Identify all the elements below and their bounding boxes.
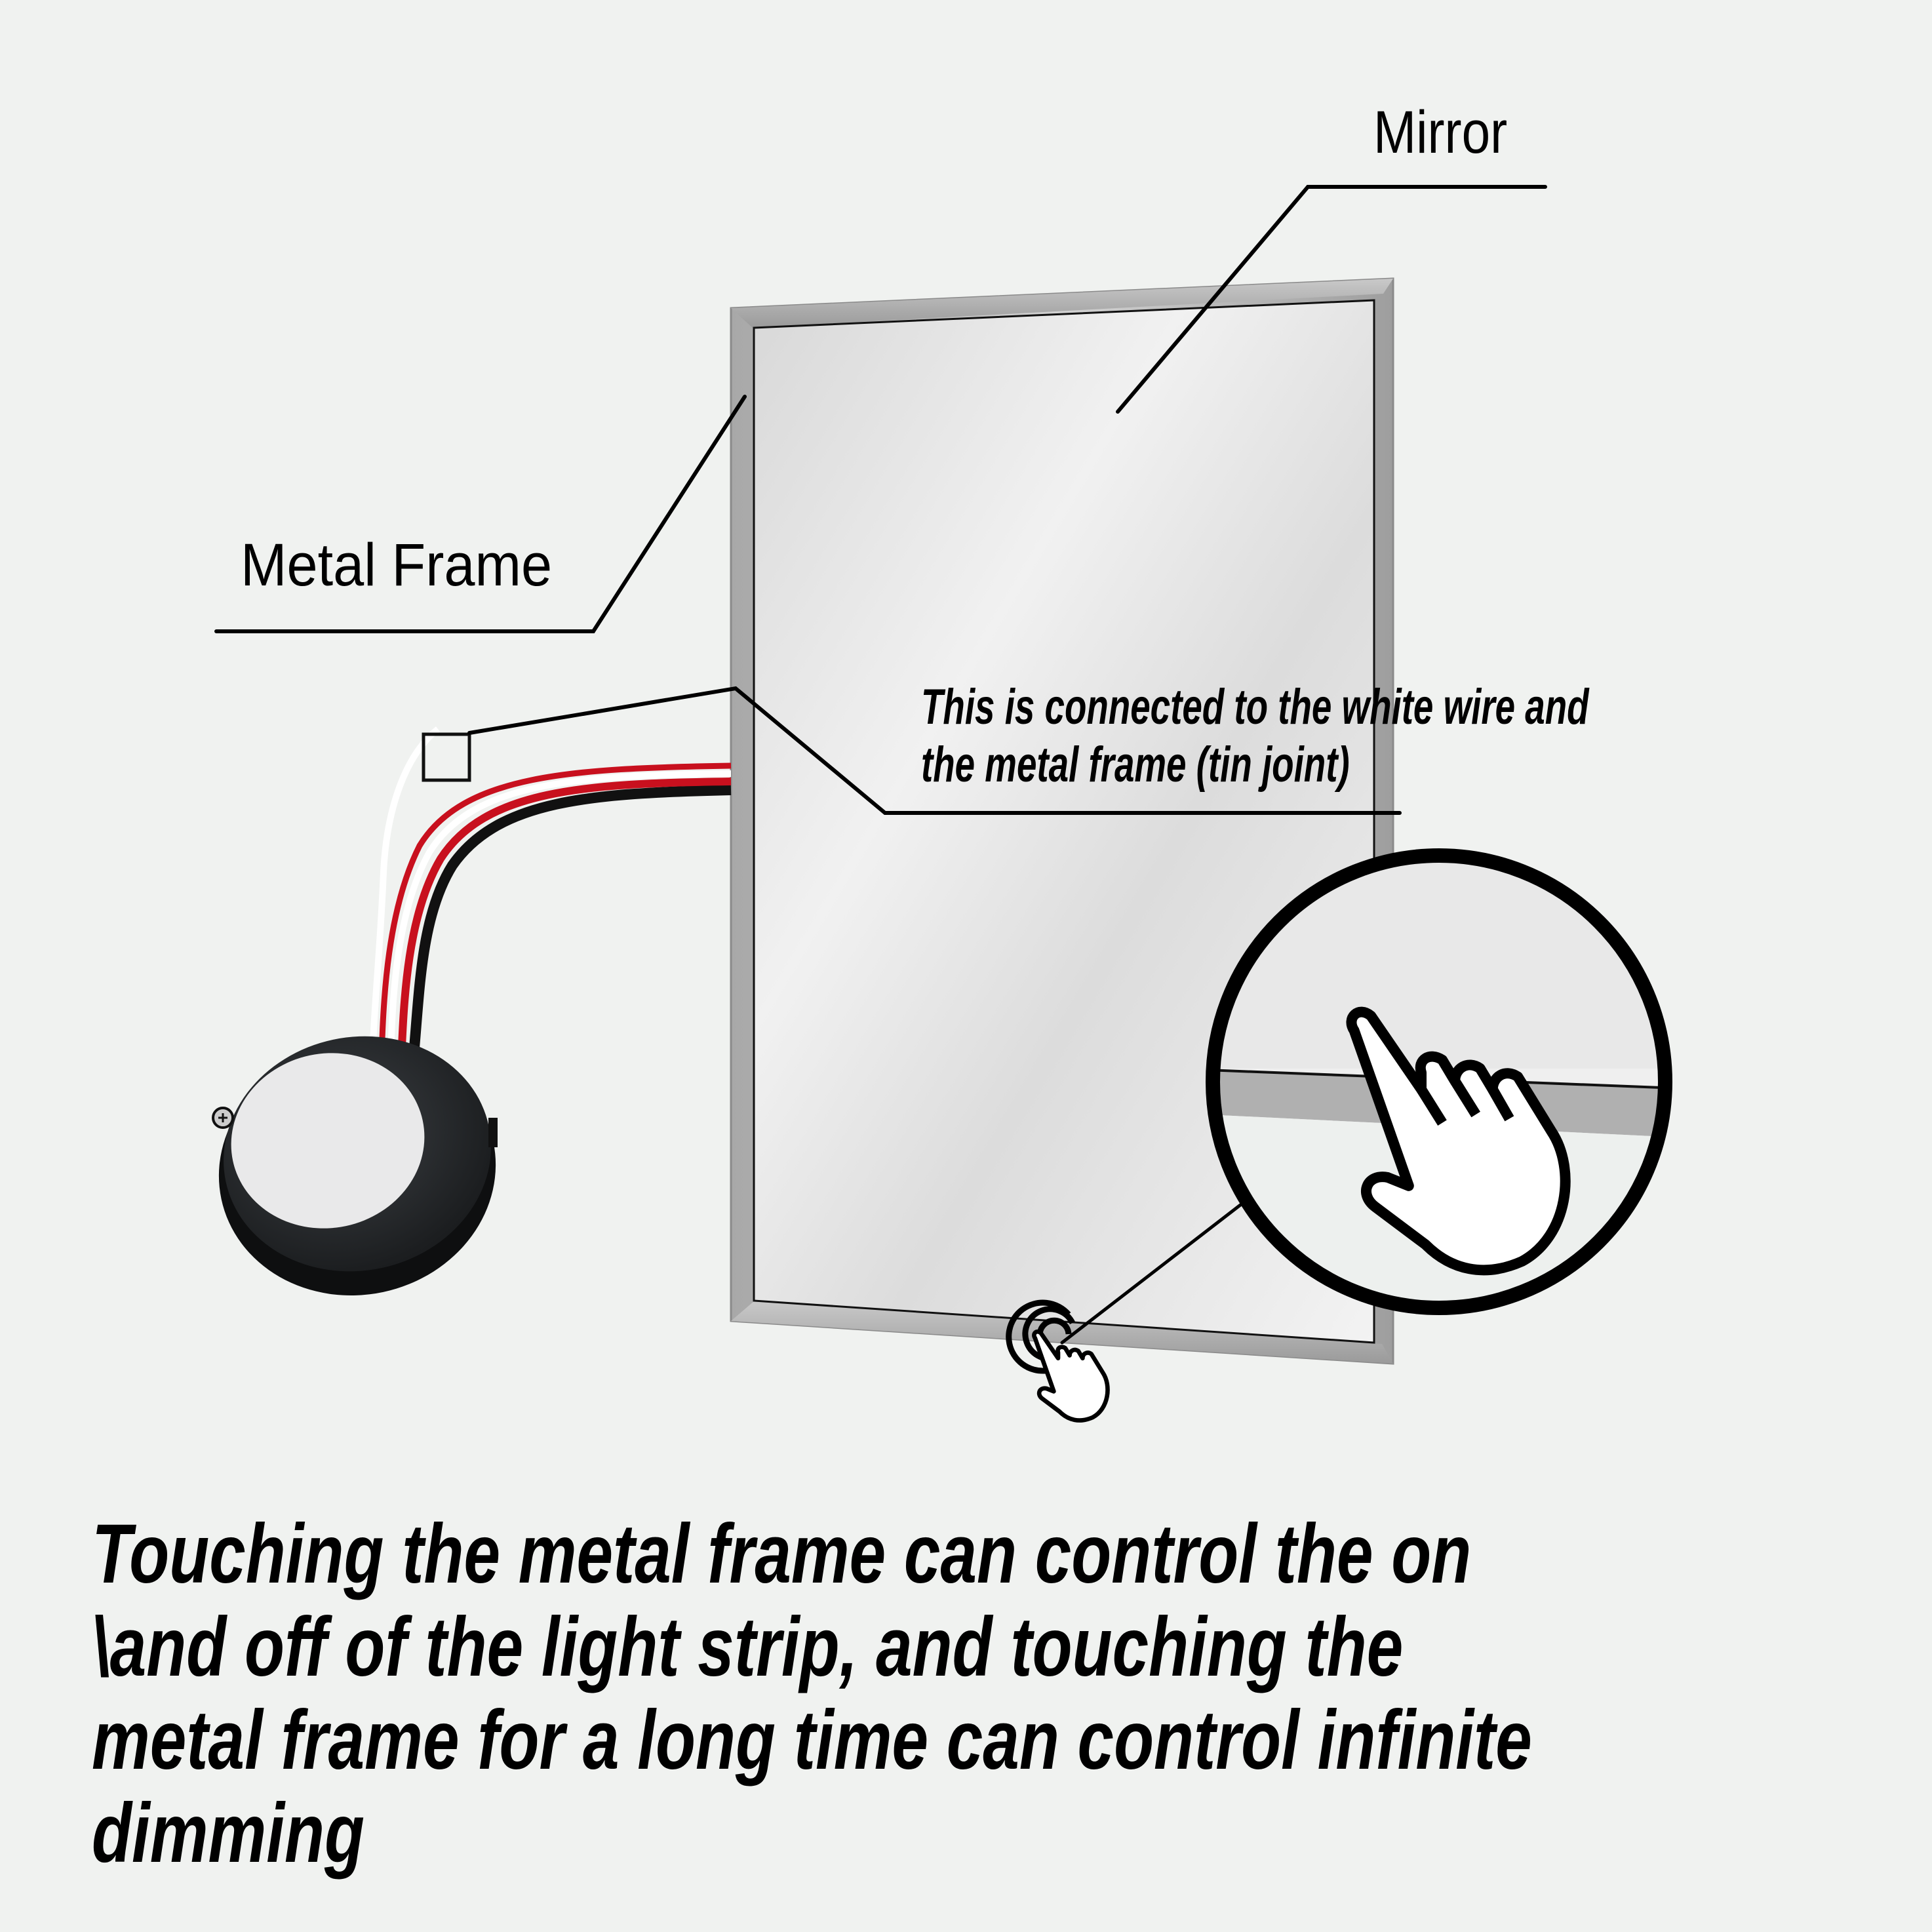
note-line-2: the metal frame (tin joint) (921, 737, 1350, 793)
magnifier-circle-icon (1206, 848, 1672, 1315)
caption-line-2: \and off of the light strip, and touchin… (92, 1600, 1404, 1694)
caption-line-4: dimming (92, 1786, 365, 1880)
touch-hand-icon (1032, 1329, 1110, 1423)
touch-sensor-puck-icon (212, 1036, 498, 1296)
sensor-wires (369, 726, 732, 1063)
wire-joint-marker (422, 732, 471, 782)
caption-line-1: Touching the metal frame can control the… (92, 1507, 1472, 1601)
leader-lines (214, 185, 1547, 1345)
metal-frame-label: Metal Frame (241, 532, 553, 599)
touch-hand-icon (1346, 1006, 1571, 1276)
caption-line-3: metal frame for a long time can control … (92, 1693, 1532, 1787)
wire-connection-note: This is connected to the white wire and … (921, 679, 1589, 794)
instruction-caption: Touching the metal frame can control the… (92, 1508, 1932, 1880)
note-line-1: This is connected to the white wire and (921, 679, 1589, 735)
mirror-label: Mirror (1373, 99, 1508, 166)
